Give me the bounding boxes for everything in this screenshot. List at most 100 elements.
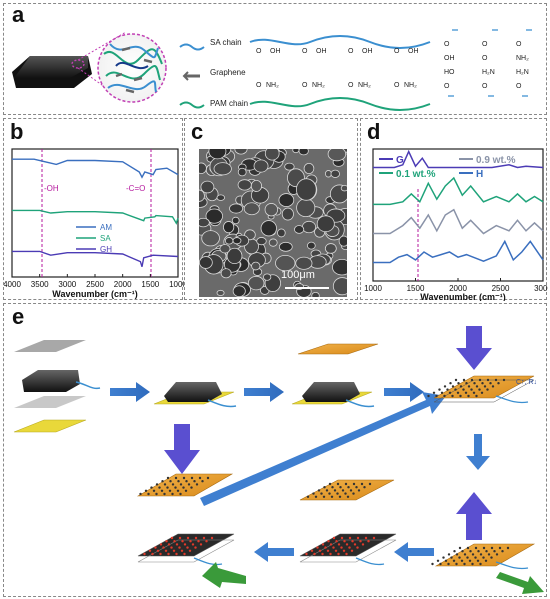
electrode-dot: [171, 492, 174, 496]
electrode-dot: [458, 556, 461, 559]
device-dot: [342, 549, 346, 552]
sem-pore: [278, 193, 295, 207]
sa-groups: O OH O OH O OH O OH: [256, 48, 436, 68]
electrode-dot: [440, 391, 444, 394]
device-dot: [351, 540, 354, 543]
device-dot: [332, 546, 335, 549]
bottom-gray-film: [14, 396, 86, 408]
device-dot: [164, 549, 168, 552]
pam-group: NH₂: [358, 82, 371, 89]
sem-pore: [234, 149, 248, 155]
zoom-line-top: [77, 31, 127, 61]
electrode-dot: [456, 391, 460, 394]
bond-motif-left: O OH HO O: [444, 38, 455, 94]
ftir-series-line: [12, 158, 179, 179]
sem-pore: [216, 194, 225, 201]
sem-pore: [264, 149, 280, 161]
raman-x-tick-label: 1500: [407, 284, 425, 293]
electrode-dot: [317, 489, 321, 492]
ftir-x-tick-label: 1500: [141, 280, 159, 289]
legend-graphene-label: Graphene: [210, 68, 246, 77]
electrode-dot: [460, 559, 464, 562]
device-dot: [345, 543, 349, 546]
green-arrow-right: [496, 572, 544, 594]
device-array-bottom-left: [137, 533, 246, 588]
device-dot: [175, 552, 178, 556]
device-dot: [197, 540, 200, 543]
pam-chain: [249, 97, 431, 111]
electrode-dot: [466, 556, 469, 559]
lifted-array-right: [434, 492, 544, 594]
sem-pore: [303, 163, 315, 175]
raman-legend-label: H: [476, 169, 483, 180]
sem-pore: [220, 268, 232, 279]
bond-label: O: [482, 83, 488, 90]
electrode-dot-grids: [139, 378, 510, 566]
sa-group: OH: [316, 48, 327, 55]
electrode-dot: [174, 476, 178, 480]
sem-pore: [284, 162, 295, 171]
electrode-dot: [190, 486, 193, 489]
electrode-dot: [314, 495, 318, 498]
electrode-dot: [455, 553, 459, 556]
electrode-dot: [447, 562, 450, 566]
electrode-dot: [486, 378, 490, 382]
raman-chart: G0.1 wt.%0.9 wt.%H 10001500200025003000 …: [364, 148, 548, 301]
electrode-dot: [491, 385, 495, 388]
sem-pore: [260, 220, 277, 237]
electrode-dot: [474, 556, 477, 559]
ftir-x-axis-label: Wavenumber (cm⁻¹): [52, 289, 137, 299]
fabrication-schematic: C↑, R↓: [13, 326, 544, 594]
electrode-dot: [489, 382, 492, 385]
electrode-dot: [150, 486, 153, 489]
ftir-series: [12, 158, 179, 268]
device-dot: [305, 552, 308, 556]
device-dot: [175, 543, 179, 546]
electrode-dot: [438, 388, 441, 391]
sem-pore: [256, 237, 267, 246]
electrode-dot: [461, 550, 464, 553]
sem-pore: [223, 221, 235, 234]
co-annotation: -C=O: [126, 184, 145, 193]
electrode-dot: [468, 559, 472, 562]
device-dot: [173, 540, 176, 543]
bond-motif-right: O NH₂ H₂N O: [516, 38, 529, 94]
sem-pore: [324, 243, 337, 254]
electrode-dot: [322, 495, 326, 498]
electrode-dot: [502, 378, 506, 382]
electrode-dot: [490, 556, 493, 559]
electrode-dot: [479, 562, 482, 566]
electrode-dot: [465, 382, 468, 385]
sem-pore: [219, 244, 231, 254]
raman-series-line: [373, 176, 544, 206]
raman-legend-label: 0.1 wt.%: [396, 169, 436, 180]
device-dot: [210, 536, 214, 540]
electrode-dot: [182, 486, 185, 489]
pam-group: NH₂: [266, 82, 279, 89]
device-dot: [167, 543, 171, 546]
sensor-with-electrode: [291, 343, 379, 408]
device-dot: [337, 543, 341, 546]
electrode-dot: [347, 486, 350, 489]
sem-pore: [292, 149, 300, 154]
electrode-dot: [444, 559, 448, 562]
sem-pore: [324, 170, 332, 178]
sem-pore: [251, 261, 261, 271]
electrode-dot: [458, 546, 462, 550]
electrode-dot: [328, 492, 331, 495]
electrode-dot: [453, 550, 456, 553]
device-dot: [194, 536, 198, 540]
electrode-dot: [466, 546, 470, 550]
raman-x-ticks: 10001500200025003000: [364, 278, 548, 293]
sem-pore: [200, 180, 215, 194]
electrode-dot: [439, 562, 442, 566]
green-arrow-left: [202, 562, 246, 588]
electrode-dot: [454, 388, 457, 391]
device-dot: [334, 549, 338, 552]
electrode-dot: [158, 486, 161, 489]
bond-motifs: [448, 29, 532, 97]
electrode-dot: [451, 394, 454, 398]
sem-pore: [224, 237, 234, 245]
electrode-dot: [184, 489, 188, 492]
